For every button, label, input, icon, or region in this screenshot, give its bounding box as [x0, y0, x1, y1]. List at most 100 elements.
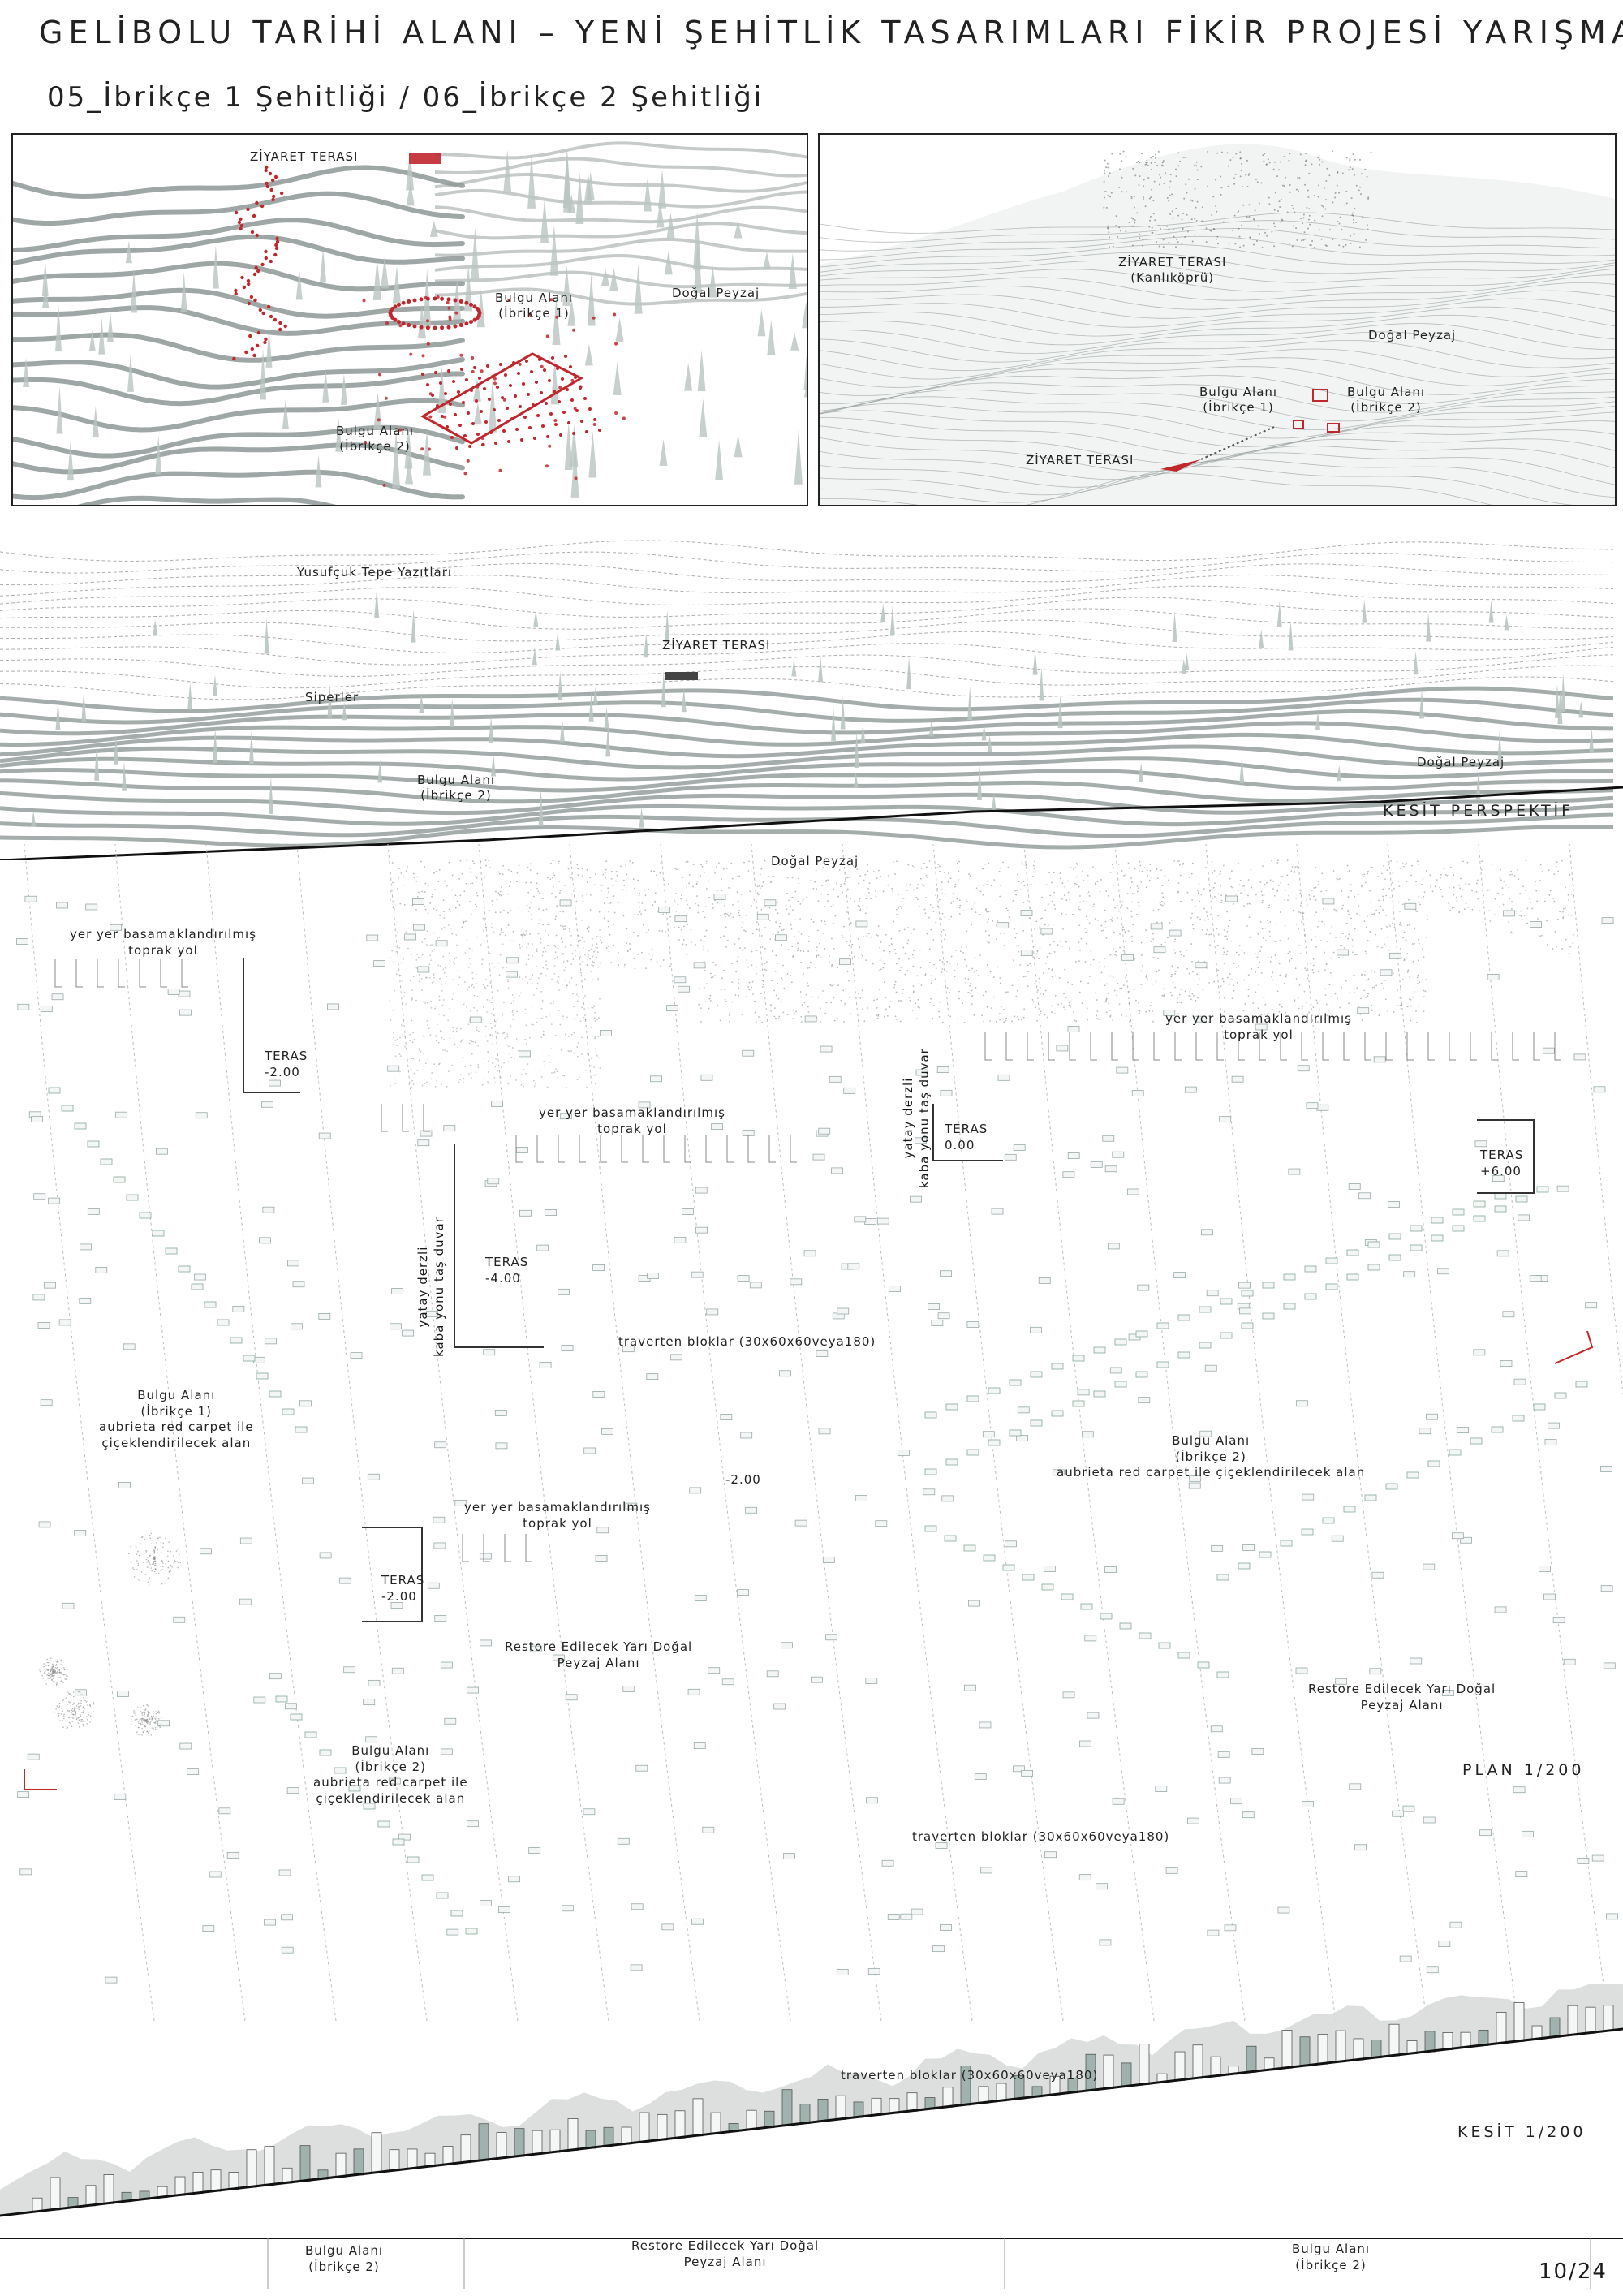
landscape-stipple	[1100, 924, 1103, 927]
grave-marker	[580, 420, 583, 423]
contour-line	[820, 348, 1615, 380]
landscape-stipple	[1006, 909, 1009, 911]
travertine-block	[1554, 1392, 1567, 1399]
landscape-stipple	[1034, 983, 1036, 984]
tree	[684, 362, 693, 391]
stair-step	[1554, 1032, 1561, 1061]
terrain-stipple	[1133, 206, 1135, 209]
landscape-stipple	[1141, 870, 1143, 872]
landscape-stipple	[1265, 940, 1267, 941]
landscape-stipple	[579, 939, 581, 941]
landscape-stipple	[1347, 909, 1350, 911]
grave-marker	[412, 324, 417, 329]
landscape-stipple	[726, 868, 728, 869]
grave-marker	[528, 426, 532, 429]
landscape-stipple	[890, 1001, 892, 1003]
landscape-stipple	[1226, 931, 1229, 933]
landscape-stipple	[764, 963, 766, 964]
landscape-stipple	[1065, 914, 1067, 916]
landscape-stipple	[1024, 976, 1027, 977]
landscape-stipple	[915, 1002, 917, 1005]
travertine-block	[1251, 1748, 1264, 1755]
landscape-stipple	[451, 1064, 453, 1066]
landscape-stipple	[435, 1034, 437, 1036]
landscape-stipple	[1341, 907, 1344, 910]
travertine-block	[1030, 1326, 1042, 1333]
landscape-stipple	[1049, 894, 1052, 897]
landscape-stipple	[456, 1027, 458, 1030]
landscape-stipple	[903, 928, 906, 931]
landscape-stipple	[751, 950, 753, 953]
landscape-stipple	[876, 1007, 878, 1009]
landscape-stipple	[441, 989, 443, 992]
landscape-stipple	[1137, 887, 1139, 890]
landscape-stipple	[586, 868, 588, 871]
landscape-stipple	[586, 1053, 588, 1055]
landscape-stipple	[742, 950, 744, 952]
landscape-stipple	[1030, 964, 1032, 967]
landscape-stipple	[1366, 952, 1367, 954]
landscape-stipple	[1123, 928, 1126, 931]
travertine-block	[31, 1116, 43, 1122]
landscape-stipple	[1273, 894, 1276, 897]
landscape-stipple	[587, 925, 589, 927]
landscape-stipple	[998, 870, 1001, 872]
travertine-block	[1204, 1364, 1217, 1372]
tree-stipple	[59, 1676, 61, 1678]
grave-marker	[234, 288, 238, 293]
landscape-stipple	[409, 1040, 411, 1042]
landscape-stipple	[794, 936, 795, 938]
landscape-stipple	[907, 864, 910, 866]
landscape-stipple	[474, 1041, 476, 1044]
terrain-stipple	[1139, 233, 1141, 235]
landscape-stipple	[524, 1008, 527, 1010]
landscape-stipple	[1268, 907, 1270, 909]
landscape-stipple	[1373, 913, 1375, 915]
landscape-stipple	[1339, 878, 1341, 880]
landscape-stipple	[1025, 864, 1027, 867]
landscape-stipple	[1000, 1006, 1002, 1008]
grave-marker	[466, 459, 470, 463]
landscape-stipple	[807, 1010, 810, 1013]
landscape-stipple	[1224, 935, 1225, 937]
travertine-block	[508, 1876, 521, 1883]
landscape-stipple	[1327, 1010, 1329, 1012]
landscape-stipple	[501, 886, 502, 888]
contour-line	[0, 654, 1614, 677]
terrain-stipple	[1366, 175, 1368, 178]
landscape-stipple	[1406, 881, 1408, 883]
landscape-stipple	[1371, 866, 1373, 868]
landscape-stipple	[1178, 993, 1181, 996]
landscape-stipple	[982, 868, 984, 870]
grave-marker	[401, 321, 406, 326]
travertine-block	[1302, 1801, 1315, 1807]
landscape-stipple	[393, 1083, 395, 1085]
landscape-stipple	[1279, 911, 1281, 913]
landscape-stipple	[1567, 914, 1569, 916]
grave-marker	[502, 429, 506, 433]
travertine-block	[299, 1400, 312, 1407]
landscape-stipple	[1102, 929, 1104, 932]
tree-stipple	[137, 1579, 140, 1580]
landscape-stipple	[1393, 972, 1394, 975]
terrain-stipple	[1182, 229, 1184, 231]
travertine-block	[391, 1288, 403, 1294]
landscape-stipple	[471, 882, 474, 885]
landscape-stipple	[1034, 928, 1035, 930]
tree	[562, 148, 571, 209]
landscape-stipple	[1423, 989, 1425, 992]
landscape-stipple	[545, 975, 547, 977]
landscape-stipple	[1396, 1004, 1398, 1006]
terrain-stipple	[1109, 196, 1112, 198]
landscape-stipple	[1171, 973, 1173, 976]
terrain-stipple	[1345, 157, 1348, 159]
contour-line	[1478, 844, 1609, 2021]
landscape-stipple	[1424, 990, 1427, 993]
travertine-block	[1337, 949, 1350, 956]
landscape-stipple	[435, 871, 437, 872]
travertine-block	[1009, 1429, 1022, 1437]
landscape-stipple	[484, 1025, 487, 1027]
travertine-block	[773, 1703, 786, 1710]
tree-stipple	[71, 1725, 73, 1727]
stair-step	[1533, 1032, 1540, 1061]
